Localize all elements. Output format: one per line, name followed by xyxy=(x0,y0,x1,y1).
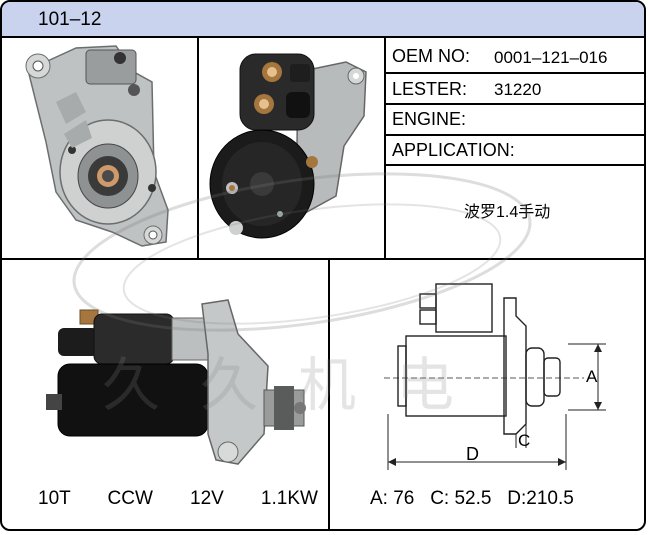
header-bar: 101–12 xyxy=(2,2,644,38)
divider xyxy=(197,38,199,260)
divider xyxy=(384,164,644,166)
starter-side-photo xyxy=(46,299,306,465)
divider xyxy=(384,38,386,260)
part-code: 101–12 xyxy=(38,9,102,30)
oem-value: 0001–121–016 xyxy=(494,48,608,67)
motor-specs: 10T CCW 12V 1.1KW xyxy=(38,488,318,509)
starter-front-photo xyxy=(25,45,169,247)
application-label: APPLICATION: xyxy=(392,140,515,160)
divider xyxy=(384,103,644,105)
divider xyxy=(384,134,644,136)
divider xyxy=(2,258,644,260)
dimension-summary: A: 76 C: 52.5 D:210.5 xyxy=(370,488,574,509)
dimension-label-a: A xyxy=(586,367,598,386)
divider xyxy=(384,72,644,74)
dimension-label-c: C xyxy=(518,431,530,450)
dimension-drawing: A C D xyxy=(384,283,606,470)
divider xyxy=(328,258,330,529)
application-value: 波罗1.4手动 xyxy=(464,204,551,221)
starter-rear-photo xyxy=(209,53,367,239)
oem-label: OEM NO: xyxy=(392,46,471,66)
lester-label: LESTER: xyxy=(392,79,468,99)
lester-value: 31220 xyxy=(494,80,542,99)
dimension-label-d: D xyxy=(466,444,479,464)
engine-label: ENGINE: xyxy=(392,109,467,129)
watermark-text: 久久机电 xyxy=(102,351,495,419)
